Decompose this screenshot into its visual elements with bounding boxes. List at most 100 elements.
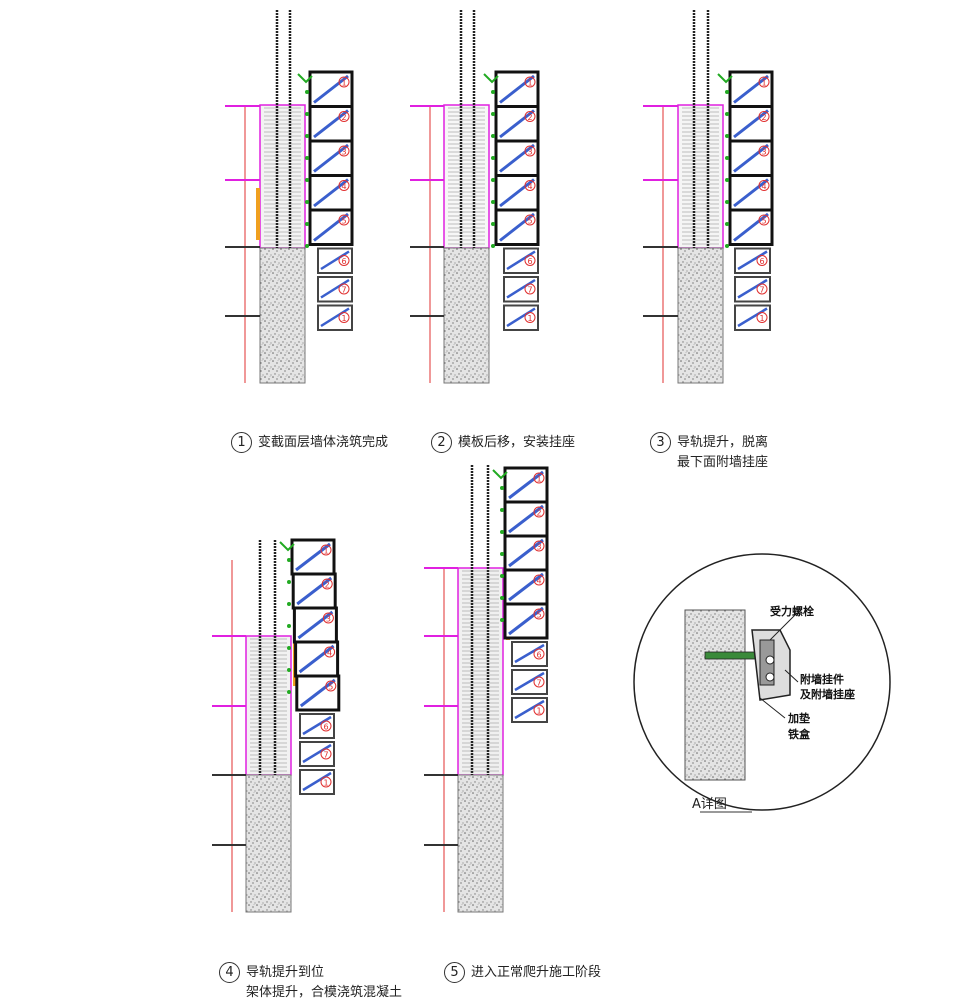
- anchor-marker: [491, 200, 495, 204]
- anchor-marker: [287, 558, 291, 562]
- step-number-4: 4: [219, 962, 240, 983]
- diagonal-brace: [506, 307, 536, 328]
- anchor-marker: [305, 156, 309, 160]
- anchor-marker: [725, 244, 729, 248]
- new-wall-section: [458, 568, 503, 775]
- frame-number-circle: [533, 472, 545, 484]
- anchor-marker: [305, 90, 309, 94]
- diagonal-brace: [302, 715, 332, 736]
- anchor-marker: [305, 112, 309, 116]
- frame-number: 1: [323, 547, 328, 556]
- anchor-marker: [287, 624, 291, 628]
- detail-a-graphic: [633, 553, 891, 813]
- anchor-marker: [491, 244, 495, 248]
- frame-number-circle: [524, 180, 536, 191]
- diagonal-brace: [733, 212, 769, 242]
- frame-number: 1: [761, 79, 766, 88]
- anchor-marker: [491, 112, 495, 116]
- frame-number: 4: [536, 577, 541, 586]
- diagonal-brace: [499, 74, 535, 104]
- concrete-wall: [457, 774, 504, 913]
- anchor-marker: [305, 244, 309, 248]
- frame-number: 6: [527, 257, 532, 266]
- diagonal-brace: [499, 178, 535, 208]
- diagonal-brace: [499, 143, 535, 173]
- label-pad-2: 铁盒: [788, 728, 810, 741]
- diagonal-brace: [313, 74, 349, 104]
- diagonal-brace: [295, 542, 331, 572]
- frame-number: 2: [761, 113, 766, 122]
- diagonal-brace: [313, 109, 349, 139]
- diagonal-brace: [733, 178, 769, 208]
- detail-pin: [765, 655, 775, 665]
- diagonal-brace: [733, 74, 769, 104]
- detail-title: A详图: [692, 797, 727, 812]
- frame-number: 7: [759, 286, 764, 295]
- anchor-marker: [287, 668, 291, 672]
- frame-number-circle: [533, 676, 545, 688]
- hook-marker: [279, 541, 295, 552]
- frame-number: 3: [536, 543, 541, 552]
- new-wall-section: [444, 105, 489, 248]
- diagonal-brace: [737, 307, 768, 328]
- anchor-marker: [287, 580, 291, 584]
- diagonal-brace: [514, 699, 545, 720]
- frame-number: 2: [536, 509, 541, 518]
- frame-number: 4: [527, 182, 532, 191]
- frame-number: 1: [536, 707, 541, 716]
- diagonal-brace: [508, 538, 544, 568]
- frame-number-circle: [320, 544, 332, 556]
- frame-number: 6: [536, 651, 541, 660]
- anchor-marker: [500, 552, 504, 556]
- step-number-5: 5: [444, 962, 465, 983]
- diagonal-brace: [514, 643, 545, 664]
- diagonal-brace: [320, 307, 350, 328]
- frame-number: 1: [759, 314, 764, 323]
- frame-number: 1: [341, 314, 346, 323]
- label-seat-1: 附墙挂件: [800, 673, 844, 686]
- frame-number-circle: [338, 145, 350, 157]
- frame-number-circle: [533, 704, 545, 716]
- frame-number-circle: [756, 255, 768, 266]
- frame-number-circle: [320, 720, 332, 732]
- step-text-4b: 架体提升，合模浇筑混凝土: [246, 985, 403, 1000]
- step-text-2: 模板后移，安装挂座: [458, 435, 576, 450]
- anchor-marker: [491, 90, 495, 94]
- frame-number: 4: [341, 182, 346, 191]
- anchor-marker: [500, 508, 504, 512]
- diagonal-brace: [313, 178, 349, 208]
- frame-number-circle: [324, 646, 336, 658]
- hook-marker: [297, 73, 313, 84]
- frame-number: 3: [341, 148, 346, 157]
- frame-number-circle: [758, 76, 770, 88]
- new-wall-section: [678, 105, 723, 248]
- detail-wall: [684, 609, 746, 781]
- anchor-marker: [500, 574, 504, 578]
- frame-number-circle: [756, 312, 768, 323]
- diagonal-brace: [297, 610, 334, 640]
- step-number-3: 3: [650, 432, 671, 453]
- anchor-marker: [305, 200, 309, 204]
- diagonal-brace: [298, 644, 335, 674]
- frame-number-circle: [524, 214, 536, 226]
- diagonal-brace: [508, 572, 544, 602]
- anchor-marker: [500, 596, 504, 600]
- new-wall-section: [260, 105, 305, 248]
- frame-number-circle: [338, 180, 350, 191]
- frame-number: 5: [341, 217, 346, 226]
- frame-number: 5: [761, 217, 766, 226]
- diagonal-brace: [302, 743, 332, 764]
- frame-number-circle: [533, 608, 545, 620]
- frame-number-circle: [325, 680, 337, 692]
- frame-number: 1: [527, 79, 532, 88]
- anchor-marker: [500, 530, 504, 534]
- anchor-marker: [287, 690, 291, 694]
- new-wall-section: [246, 636, 291, 775]
- diagonal-brace: [320, 278, 350, 299]
- diagonal-brace: [737, 250, 768, 271]
- frame-number-circle: [524, 111, 536, 122]
- frame-number-circle: [320, 776, 332, 788]
- frame-number-circle: [338, 283, 350, 295]
